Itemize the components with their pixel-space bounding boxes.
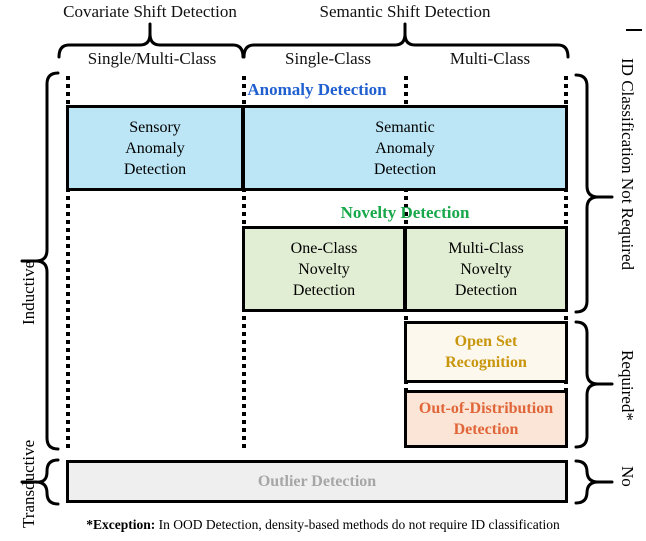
brace-no — [574, 459, 599, 505]
box-one-class-novelty-detection-line1: One-Class — [290, 239, 358, 257]
box-sensory-anomaly-detection-line3: Detection — [123, 160, 187, 178]
box-semantic-anomaly-detection-line1: Semantic — [375, 118, 435, 136]
footnote-text: In OOD Detection, density-based methods … — [155, 517, 560, 532]
box-sensory-anomaly-detection: Sensory Anomaly Detection — [66, 105, 244, 191]
left-brace-group — [20, 71, 60, 506]
box-semantic-anomaly-detection: Semantic Anomaly Detection — [242, 105, 568, 191]
box-out-of-distribution-detection: Out-of-Distribution Detection — [404, 390, 568, 448]
dotted-guide-left — [66, 76, 70, 450]
box-multi-class-novelty-detection-line1: Multi-Class — [448, 239, 524, 257]
box-semantic-anomaly-detection-line2: Anomaly — [375, 139, 435, 157]
column-header-multi-class: Multi-Class — [449, 49, 531, 68]
footnote: *Exception: In OOD Detection, density-ba… — [0, 517, 646, 533]
box-out-of-distribution-detection-line2: Detection — [453, 421, 519, 438]
box-one-class-novelty-detection-line2: Novelty — [298, 260, 350, 278]
brace-id-not-required — [574, 73, 599, 314]
top-group-covariate-shift-detection: Covariate Shift Detection — [63, 2, 237, 21]
box-outlier-detection-line1: Outlier Detection — [257, 473, 377, 490]
box-open-set-recognition: Open Set Recognition — [404, 321, 568, 383]
brace-transductive — [35, 458, 60, 506]
box-multi-class-novelty-detection-line2: Novelty — [460, 260, 512, 278]
brace-required — [574, 320, 599, 449]
right-label-required: Required* — [618, 350, 637, 421]
top-brace-group — [57, 22, 642, 59]
group-title-anomaly-detection: Anomaly Detection — [247, 80, 387, 99]
box-open-set-recognition-line2: Recognition — [445, 354, 527, 371]
box-semantic-anomaly-detection-line3: Detection — [373, 160, 437, 178]
left-label-inductive: Inductive — [19, 260, 38, 325]
box-sensory-anomaly-detection-line1: Sensory — [129, 118, 181, 136]
box-sensory-anomaly-detection-line2: Anomaly — [125, 139, 185, 157]
right-label-id-classification-not-required: ID Classification Not Required — [618, 58, 637, 270]
box-one-class-novelty-detection-line3: Detection — [292, 281, 356, 299]
box-one-class-novelty-detection: One-Class Novelty Detection — [242, 226, 406, 312]
box-multi-class-novelty-detection-line3: Detection — [454, 281, 518, 299]
box-outlier-detection: Outlier Detection — [66, 460, 568, 503]
footnote-marker: *Exception: — [86, 517, 156, 532]
left-label-transductive: Transductive — [19, 439, 38, 528]
brace-inductive — [35, 71, 60, 451]
box-multi-class-novelty-detection: Multi-Class Novelty Detection — [404, 226, 568, 312]
column-header-single-class: Single-Class — [285, 49, 371, 68]
right-brace-group — [574, 73, 614, 505]
box-open-set-recognition-line1: Open Set — [454, 333, 518, 350]
box-out-of-distribution-detection-line1: Out-of-Distribution — [418, 400, 554, 417]
column-header-single-multi-class: Single/Multi-Class — [87, 49, 217, 68]
right-label-no: No — [618, 466, 637, 487]
group-title-novelty-detection: Novelty Detection — [340, 203, 470, 222]
top-group-semantic-shift-detection: Semantic Shift Detection — [319, 2, 491, 21]
